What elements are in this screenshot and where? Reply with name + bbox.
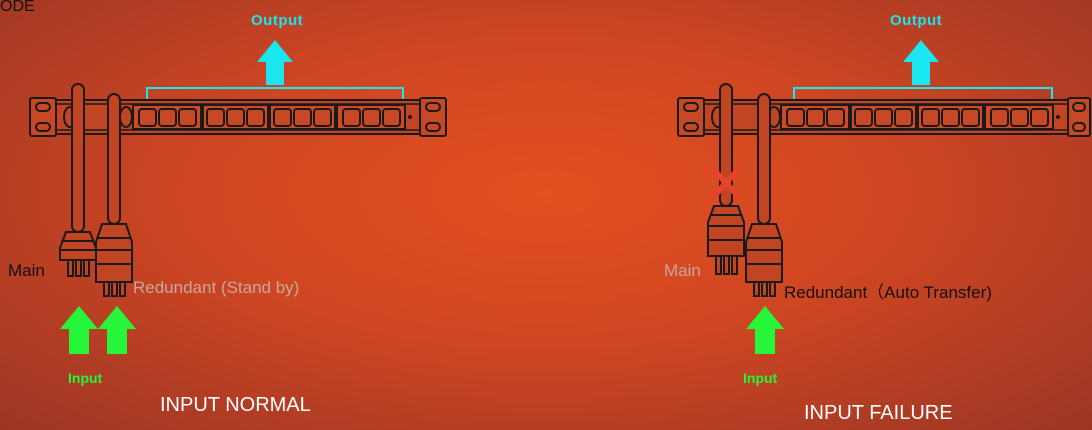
input-label: Input [68,370,103,386]
redundant-power-cord [745,93,783,297]
mode-label: ODE [0,0,35,15]
output-arrow-icon [257,40,293,85]
main-label: Main [664,261,701,280]
pdu-strip-icon [677,97,1091,137]
redundant-label: Redundant (Stand by) [133,278,300,297]
status-label: INPUT FAILURE [804,402,953,424]
panel-input-normal: Output Main Redundant (Stand by) Input I… [8,12,447,416]
input-label: Input [743,370,778,386]
redundant-label: Redundant（Auto Transfer) [784,283,992,302]
pdu-strip-icon [29,97,447,137]
output-label: Output [251,12,304,29]
output-label: Output [890,12,943,29]
input-arrow-icon [60,306,98,354]
main-label: Main [8,261,45,280]
input-arrow-icon [98,306,136,354]
status-label: INPUT NORMAL [160,394,311,416]
output-arrow-icon [903,40,939,85]
pdu-diagram-failure [677,40,1091,354]
failure-x-icon [711,167,741,199]
main-power-cord [59,83,97,277]
redundant-power-cord [95,93,133,297]
panel-input-failure: Output Main Redundant（Auto Transfer) Inp… [546,0,1092,430]
pdu-diagram-normal [29,40,447,354]
input-arrow-icon [746,306,784,354]
